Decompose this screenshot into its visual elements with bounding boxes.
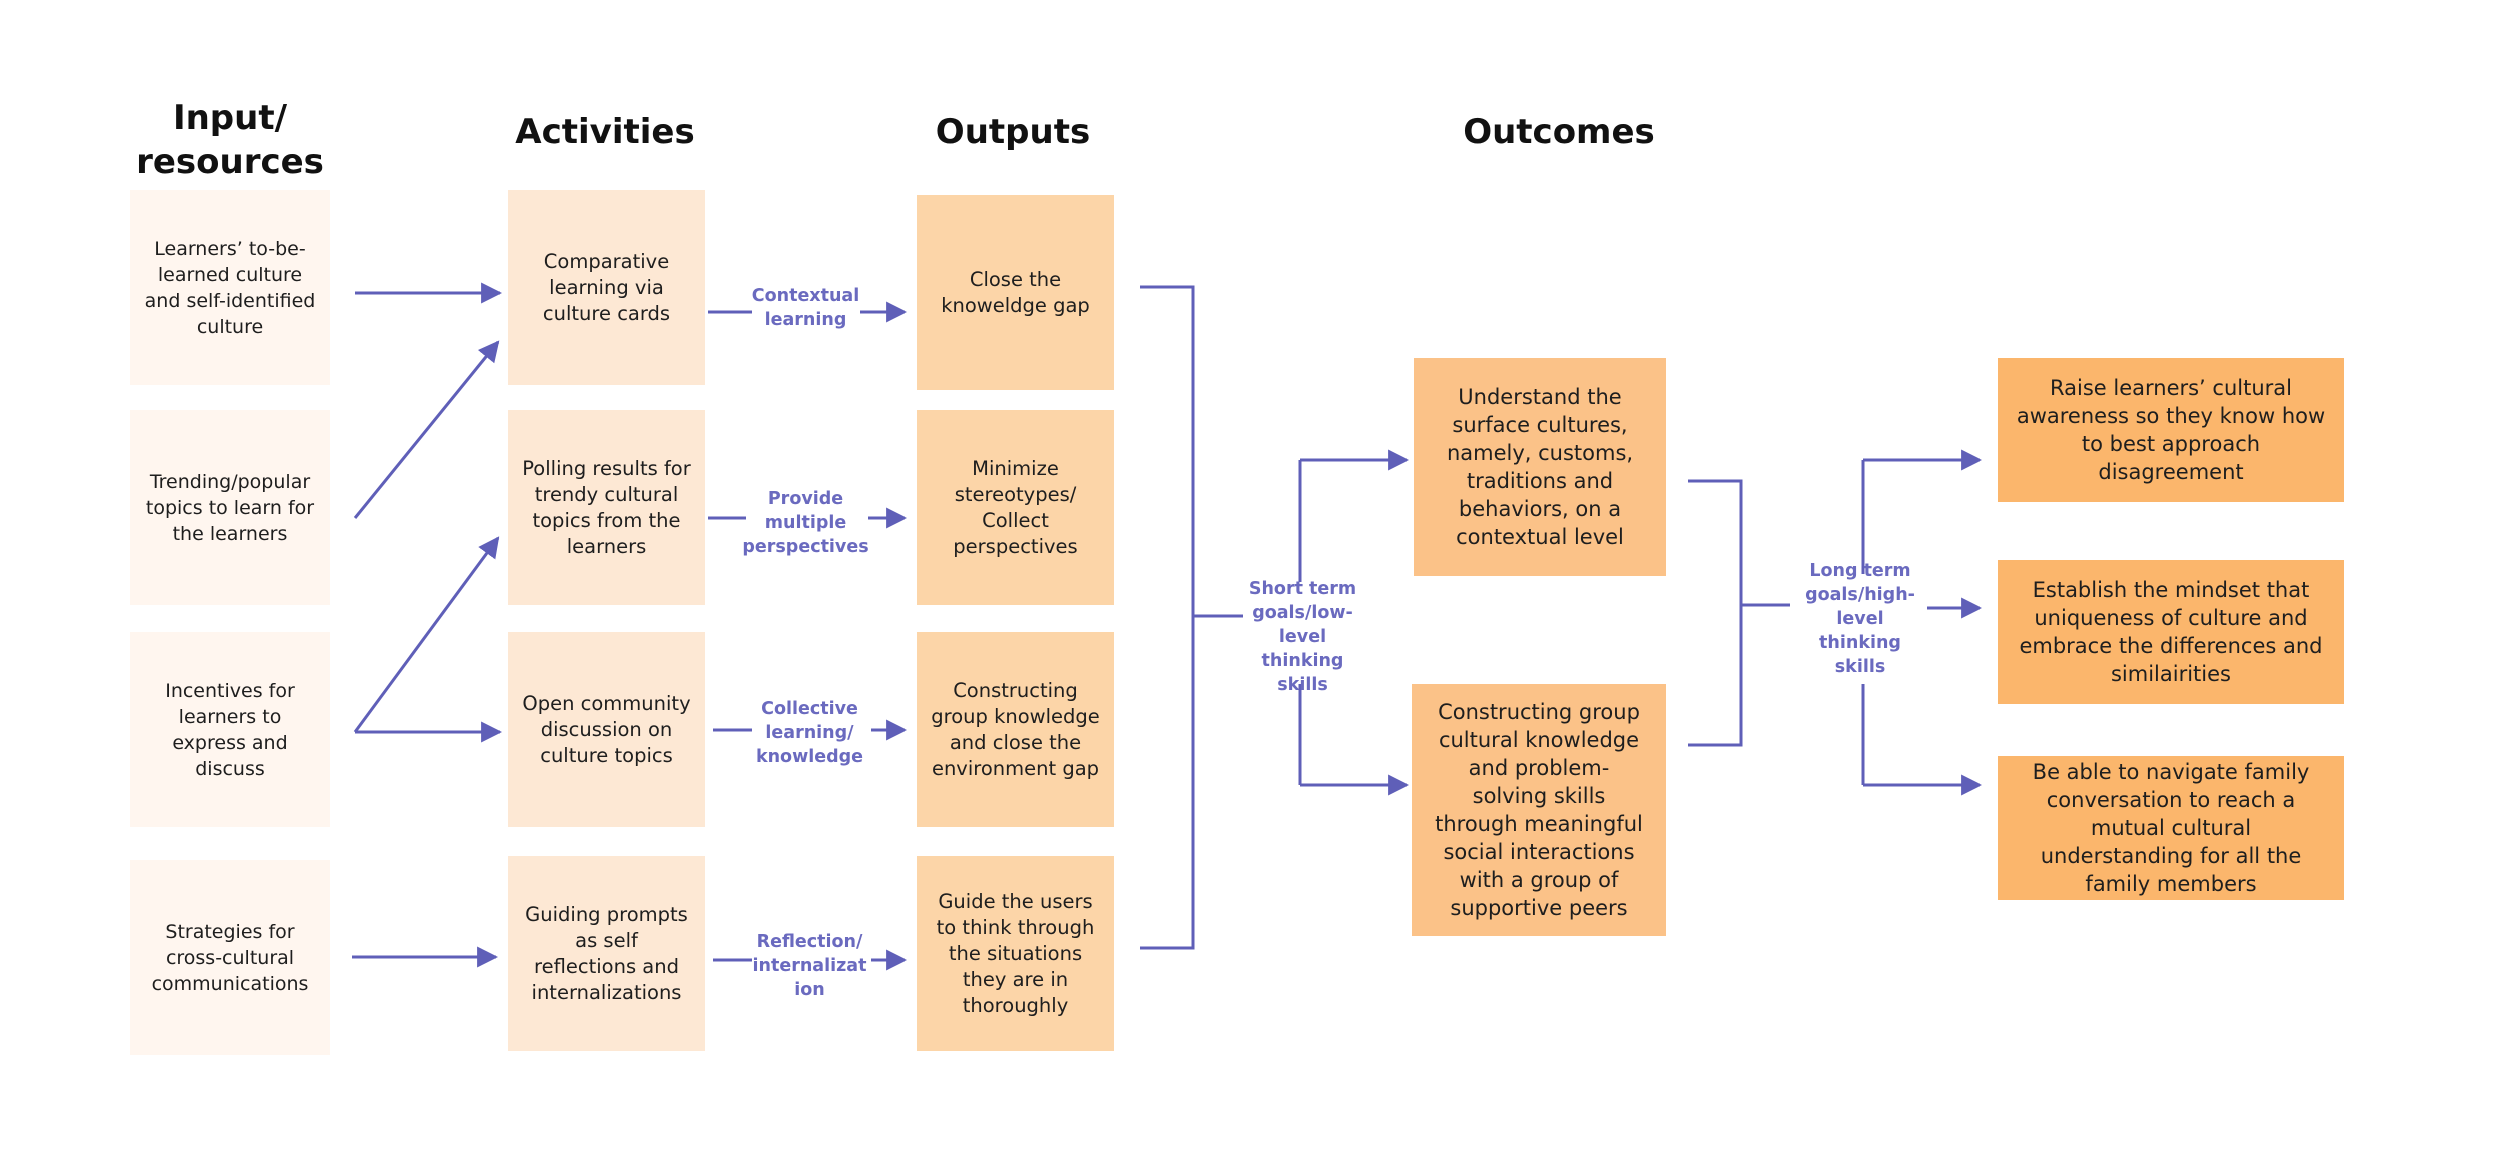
label-short-term-goals: Short term goals/low-level thinking skil…: [1248, 579, 1357, 695]
label-contextual-learning: Contextual learning: [751, 286, 860, 330]
long-term-outcome-2: Establish the mindset that uniqueness of…: [1998, 560, 2344, 704]
output-box-2: Minimize stereotypes/ Collect perspectiv…: [917, 410, 1114, 605]
label-reflection: Reflection/ internalizat ion: [752, 932, 867, 1000]
activity-box-4: Guiding prompts as self reflections and …: [508, 856, 705, 1051]
header-outputs: Outputs: [935, 112, 1091, 152]
short-term-outcome-2: Constructing group cultural knowledge an…: [1412, 684, 1666, 936]
input-box-3: Incentives for learners to express and d…: [130, 632, 330, 827]
label-long-term-goals: Long term goals/high-level thinking skil…: [1805, 561, 1915, 677]
input-box-4: Strategies for cross-cultural communicat…: [130, 860, 330, 1055]
output-box-4: Guide the users to think through the sit…: [917, 856, 1114, 1051]
input-box-2: Trending/popular topics to learn for the…: [130, 410, 330, 605]
activity-box-1: Comparative learning via culture cards: [508, 190, 705, 385]
header-outcomes: Outcomes: [1463, 112, 1655, 152]
activity-box-2: Polling results for trendy cultural topi…: [508, 410, 705, 605]
long-term-outcome-3: Be able to navigate family conversation …: [1998, 756, 2344, 900]
output-box-1: Close the knoweldge gap: [917, 195, 1114, 390]
label-collective-learning: Collective learning/ knowledge: [755, 699, 864, 767]
activity-box-3: Open community discussion on culture top…: [508, 632, 705, 827]
label-provide-perspectives: Provide multiple perspectives: [742, 489, 869, 557]
short-term-bracket: [1688, 479, 1743, 747]
header-inputs: Input/ resources: [136, 98, 324, 182]
arrow-input3-activity2: [353, 536, 500, 733]
short-term-outcome-1: Understand the surface cultures, namely,…: [1414, 358, 1666, 576]
input-box-1: Learners’ to-be-learned culture and self…: [130, 190, 330, 385]
long-term-outcome-1: Raise learners’ cultural awareness so th…: [1998, 358, 2344, 502]
header-activities: Activities: [515, 112, 695, 152]
outputs-bracket: [1140, 285, 1195, 950]
arrow-input2-activity1: [353, 340, 500, 519]
output-box-3: Constructing group knowledge and close t…: [917, 632, 1114, 827]
